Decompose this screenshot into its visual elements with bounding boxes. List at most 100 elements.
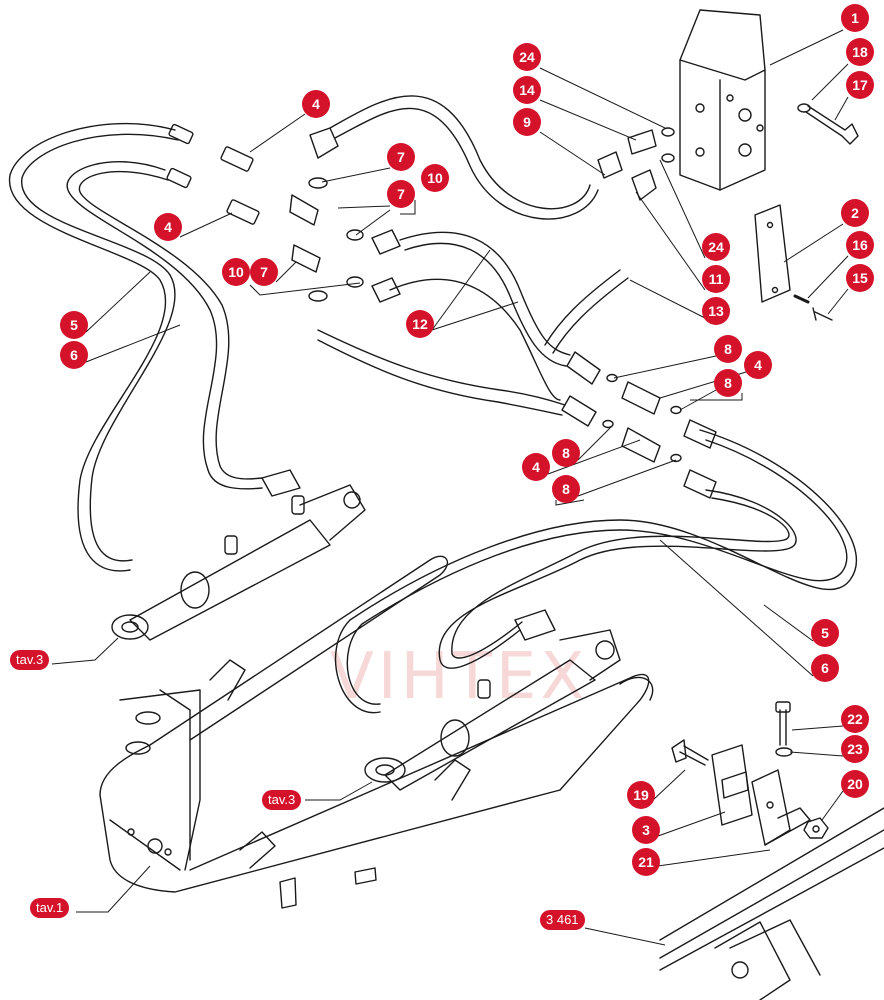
callout-badge: [846, 231, 874, 259]
hose-6-left: [66, 161, 263, 490]
callout-number: 6: [821, 660, 829, 676]
callout-badge: [714, 369, 742, 397]
callout-8: 8: [552, 475, 580, 503]
callout-number: 10: [427, 170, 443, 186]
clamp-bracket: [751, 769, 811, 846]
callout-15: 15: [846, 264, 874, 292]
callout-badge: [552, 439, 580, 467]
callout-number: 15: [852, 270, 868, 286]
callout-number: 2: [851, 205, 859, 221]
hose-upper: [329, 95, 599, 220]
callout-badge: [714, 335, 742, 363]
callout-number: 4: [754, 357, 762, 373]
callout-number: 10: [228, 264, 244, 280]
callout-4: 4: [522, 453, 550, 481]
cylinder-lower: [364, 609, 621, 791]
callout-number: 20: [847, 776, 863, 792]
callout-number: 8: [724, 341, 732, 357]
callout-number: 21: [638, 854, 654, 870]
callout-badge: [302, 90, 330, 118]
callout-number: 19: [633, 787, 649, 803]
callout-badge: [60, 311, 88, 339]
callout-badge: [846, 38, 874, 66]
callout-badge: [513, 76, 541, 104]
callout-number: 7: [397, 149, 405, 165]
callout-19: 19: [627, 781, 655, 809]
table-reference[interactable]: 3 461: [540, 910, 585, 930]
table-reference[interactable]: tav.3: [10, 650, 50, 670]
callout-badge: [632, 816, 660, 844]
callout-badge: [702, 297, 730, 325]
callout-10: 10: [421, 164, 449, 192]
callout-badge: [841, 770, 869, 798]
callout-4: 4: [302, 90, 330, 118]
callout-13: 13: [702, 297, 730, 325]
callout-number: 8: [562, 445, 570, 461]
callout-11: 11: [702, 265, 730, 293]
bolt-17: [797, 103, 859, 145]
callout-4: 4: [154, 213, 182, 241]
callout-number: 24: [708, 239, 724, 255]
callout-2: 2: [841, 199, 869, 227]
callout-badge: [841, 705, 869, 733]
callout-badge: [702, 265, 730, 293]
callout-22: 22: [841, 705, 869, 733]
callout-24: 24: [513, 43, 541, 71]
tractor-frame-rail: [659, 807, 884, 1000]
callout-17: 17: [846, 71, 874, 99]
callout-number: 23: [847, 741, 863, 757]
callout-badge: [60, 341, 88, 369]
callout-number: 7: [260, 264, 268, 280]
callout-14: 14: [513, 76, 541, 104]
callout-badge: [811, 619, 839, 647]
callout-number: 16: [852, 237, 868, 253]
callout-badge: [841, 199, 869, 227]
callout-number: 9: [523, 114, 531, 130]
callout-16: 16: [846, 231, 874, 259]
callout-5: 5: [60, 311, 88, 339]
callout-number: 8: [562, 481, 570, 497]
callout-20: 20: [841, 770, 869, 798]
callout-23: 23: [841, 735, 869, 763]
callout-number: 4: [164, 219, 172, 235]
callout-7: 7: [387, 143, 415, 171]
bracket-plate: [754, 204, 833, 321]
callout-badge: [811, 654, 839, 682]
callout-number: 11: [709, 271, 724, 287]
table-reference[interactable]: tav.3: [262, 790, 302, 810]
hose-6-right: [438, 489, 797, 669]
callout-1: 1: [841, 4, 869, 32]
washer-23: [775, 747, 793, 757]
callout-badge: [513, 43, 541, 71]
callout-number: 1: [851, 10, 859, 26]
callout-18: 18: [846, 38, 874, 66]
callout-number: 5: [70, 317, 78, 333]
callout-badge: [250, 258, 278, 286]
callout-3: 3: [632, 816, 660, 844]
callout-number: 7: [397, 186, 405, 202]
callout-8: 8: [714, 369, 742, 397]
callout-number: 5: [821, 625, 829, 641]
clamp-block: [711, 744, 753, 826]
callout-8: 8: [552, 439, 580, 467]
callout-number: 12: [412, 316, 428, 332]
table-reference[interactable]: tav.1: [30, 898, 70, 918]
callout-badge: [632, 848, 660, 876]
callout-4: 4: [744, 351, 772, 379]
callout-badge: [387, 180, 415, 208]
callout-10: 10: [222, 258, 250, 286]
leader-lines: [51, 29, 849, 946]
callout-number: 6: [70, 347, 78, 363]
callout-number: 18: [852, 44, 868, 60]
hydraulic-line-drawing: [9, 9, 884, 1000]
callout-badge: [522, 453, 550, 481]
callout-badge: [513, 108, 541, 136]
callout-7: 7: [387, 180, 415, 208]
callout-12: 12: [406, 310, 434, 338]
callout-8: 8: [714, 335, 742, 363]
lift-frame: [99, 555, 654, 909]
cylinder-upper: [111, 469, 366, 641]
callout-badge: [846, 71, 874, 99]
callout-badge: [841, 735, 869, 763]
